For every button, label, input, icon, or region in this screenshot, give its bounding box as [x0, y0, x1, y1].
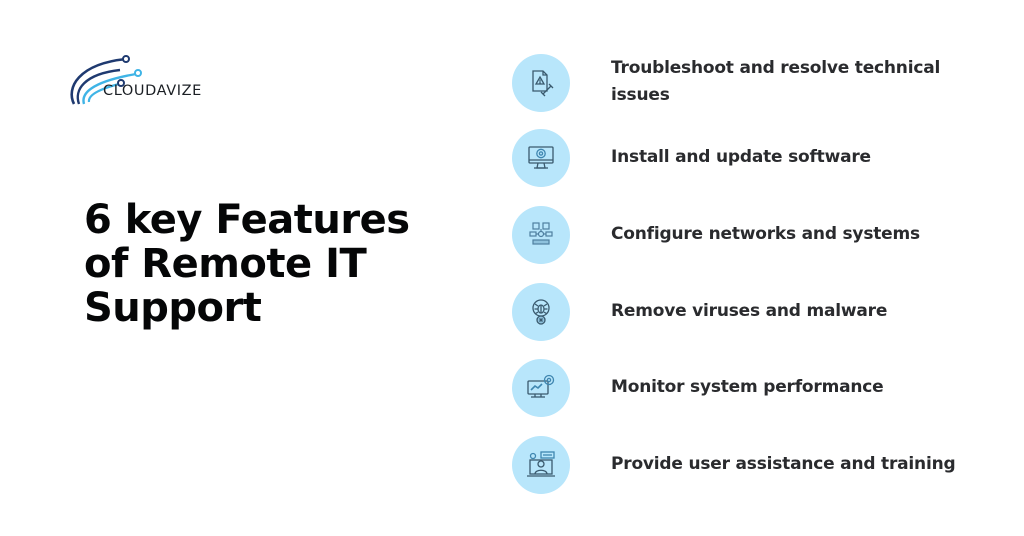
feature-label: Provide user assistance and training — [611, 454, 956, 474]
feature-label: Install and update software — [611, 147, 871, 167]
feature-label: Troubleshoot and resolve technical issue… — [611, 58, 941, 105]
feature-item: Configure networks and systems — [512, 206, 982, 264]
feature-item: Install and update software — [512, 129, 982, 187]
brand-logo: CLOUDAVIZE — [64, 52, 214, 108]
feature-item: Troubleshoot and resolve technical issue… — [512, 54, 982, 112]
feature-icon-badge — [512, 129, 570, 187]
feature-item: Monitor system performance — [512, 359, 982, 417]
monitor-gear-icon — [528, 146, 554, 169]
feature-icon-badge — [512, 206, 570, 264]
title-line: Support — [84, 285, 262, 331]
feature-label: Configure networks and systems — [611, 224, 920, 244]
circuit-swoosh-logo-icon — [70, 55, 142, 105]
feature-icon-badge — [512, 359, 570, 417]
feature-label: Remove viruses and malware — [611, 301, 888, 321]
warning-document-wrench-icon — [532, 70, 554, 97]
feature-item: Provide user assistance and training — [512, 436, 982, 494]
bug-shield-icon — [532, 299, 550, 325]
page-title: 6 key Features of Remote IT Support — [84, 198, 484, 330]
title-line: 6 key Features — [84, 197, 410, 243]
laptop-support-agent-icon — [527, 451, 555, 477]
feature-icon-badge — [512, 436, 570, 494]
title-line: of Remote IT — [84, 241, 367, 287]
feature-item: Remove viruses and malware — [512, 283, 982, 341]
feature-icon-badge — [512, 54, 570, 112]
feature-label: Monitor system performance — [611, 377, 884, 397]
brand-name: CLOUDAVIZE — [103, 83, 202, 99]
monitor-performance-gear-icon — [527, 374, 555, 398]
feature-icon-badge — [512, 283, 570, 341]
network-hierarchy-icon — [529, 222, 553, 245]
